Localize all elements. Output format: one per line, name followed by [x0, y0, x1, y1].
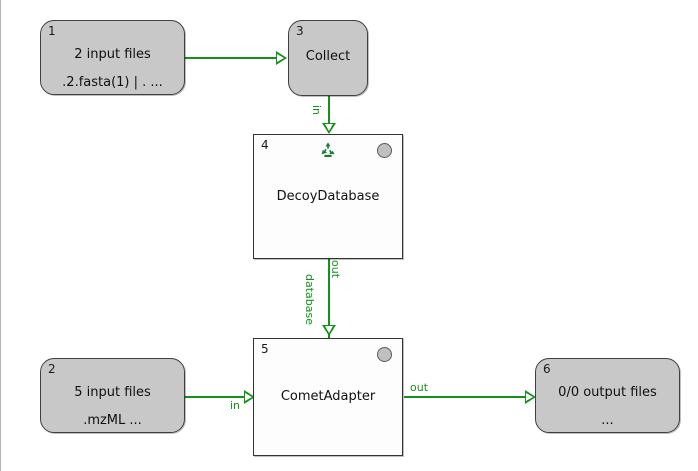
node-index-3: 3: [296, 24, 304, 38]
node-index-2: 2: [48, 362, 56, 376]
canvas-left-border: [0, 0, 1, 471]
node-index-1: 1: [48, 24, 56, 38]
edge-label-in-node5: in: [230, 399, 241, 412]
node-1-primary-label: 2 input files: [74, 47, 151, 62]
node-tool-decoydatabase-4[interactable]: 4 DecoyDatabase: [253, 134, 403, 259]
node-index-6: 6: [543, 362, 551, 376]
node-output-files-6[interactable]: 6 0/0 output files ...: [535, 358, 680, 433]
edge-node2-to-node5-line: [185, 396, 253, 398]
node-2-secondary-label: .mzML ...: [83, 413, 142, 428]
node-2-primary-label: 5 input files: [74, 385, 151, 400]
node-tool-cometadapter-5[interactable]: 5 CometAdapter: [253, 338, 403, 456]
node-4-primary-label: DecoyDatabase: [276, 188, 380, 204]
node-input-files-2[interactable]: 2 5 input files .mzML ...: [40, 358, 185, 433]
node-5-primary-label: CometAdapter: [280, 389, 376, 404]
node-3-primary-label: Collect: [305, 49, 351, 64]
edge-label-in-node4: in: [310, 105, 323, 116]
edge-label-out-node6: out: [410, 381, 429, 394]
edge-node5-to-node6-line: [404, 396, 534, 398]
status-dot-icon-5: [377, 347, 392, 362]
edge-label-database-node5: database: [303, 274, 316, 325]
status-dot-icon-4: [377, 143, 392, 158]
edge-node4-to-node5-line: [328, 258, 330, 338]
edge-label-out-node4: out: [329, 260, 342, 279]
node-collect-3[interactable]: 3 Collect: [288, 20, 368, 96]
node-index-4: 4: [261, 138, 269, 152]
node-index-5: 5: [261, 342, 269, 356]
recycle-icon: [319, 141, 337, 159]
node-6-secondary-label: ...: [601, 413, 614, 428]
node-input-files-1[interactable]: 1 2 input files .2.fasta(1) | . ...: [40, 20, 185, 95]
edge-node1-to-node3-line: [185, 57, 285, 59]
node-1-secondary-label: .2.fasta(1) | . ...: [62, 75, 163, 90]
node-6-primary-label: 0/0 output files: [558, 385, 657, 400]
edge-node3-to-node4-line: [328, 96, 330, 132]
